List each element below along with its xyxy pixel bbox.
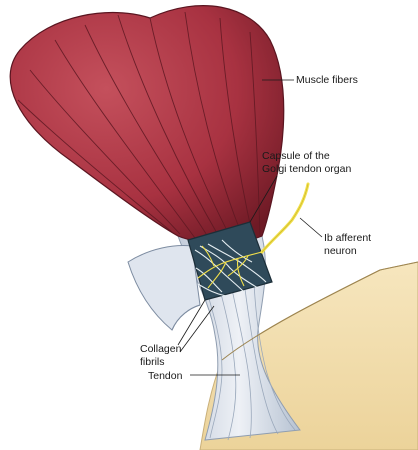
label-capsule-line1: Capsule of the (262, 150, 330, 162)
leader-lines (177, 79, 323, 376)
label-collagen-line1: Collagen (140, 343, 182, 355)
label-capsule-line2: Golgi tendon organ (262, 163, 352, 175)
label-collagen-line2: fibrils (140, 356, 165, 368)
label-muscle-fibers: Muscle fibers (296, 74, 358, 86)
label-ib-line2: neuron (324, 245, 357, 257)
muscle-fiber-lines (17, 11, 261, 243)
nerve-endings-in-capsule (197, 245, 263, 289)
label-tendon: Tendon (148, 370, 183, 382)
collagen-fibrils-in-capsule (194, 239, 267, 297)
tendon-flap (127, 245, 201, 331)
muscle-belly (9, 5, 285, 244)
label-ib-line1: Ib afferent (324, 232, 372, 244)
